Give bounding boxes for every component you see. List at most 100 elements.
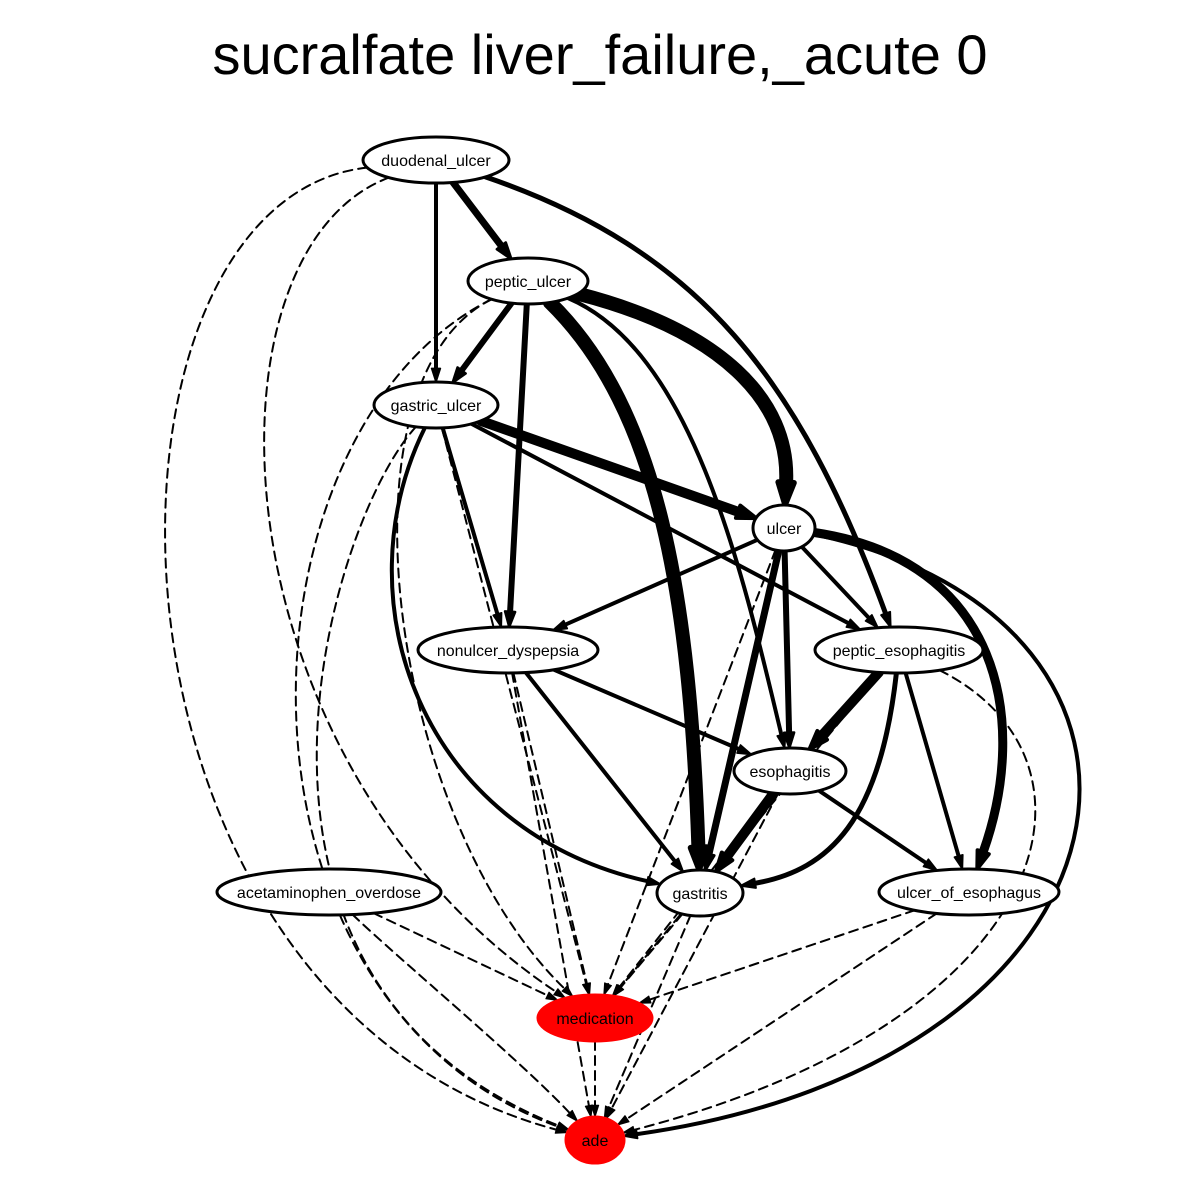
node-shape — [813, 625, 985, 675]
edge-ulcer-to-peptic_esophagitis — [799, 544, 879, 629]
node-label: esophagitis — [750, 764, 831, 781]
edge-peptic_ulcer-to-medication — [396, 298, 574, 998]
node-nonulcer_dyspepsia[interactable]: nonulcer_dyspepsia — [416, 625, 600, 675]
arrowhead — [582, 982, 591, 996]
node-label: peptic_ulcer — [485, 274, 572, 291]
arrowhead — [503, 610, 517, 629]
node-label: ulcer — [767, 521, 802, 538]
arrowhead — [776, 733, 787, 749]
node-label: medication — [556, 1011, 633, 1028]
arrowhead — [553, 988, 567, 999]
edge-ulcer-to-nonulcer_dyspepsia — [552, 537, 760, 631]
node-label: gastric_ulcer — [391, 398, 482, 415]
arrowhead — [638, 995, 652, 1004]
edge-ulcer-to-esophagitis — [781, 548, 796, 750]
edge-duodenal_ulcer-to-peptic_esophagitis — [483, 174, 892, 629]
edge-duodenal_ulcer-to-peptic_ulcer — [449, 178, 513, 261]
edge-peptic_ulcer-to-gastric_ulcer — [451, 300, 515, 384]
diagram-title: sucralfate liver_failure,_acute 0 — [212, 23, 988, 86]
arrowhead — [713, 850, 735, 874]
edge-esophagitis-to-gastritis — [713, 788, 779, 874]
arrowhead — [880, 610, 892, 629]
node-label: ulcer_of_esophagus — [897, 885, 1041, 902]
edge-gastric_ulcer-to-nonulcer_dyspepsia — [440, 425, 503, 628]
arrowhead — [590, 1104, 600, 1118]
arrowhead — [782, 731, 796, 750]
node-shape — [536, 993, 654, 1043]
arrowhead — [566, 1109, 579, 1122]
node-shape — [372, 380, 500, 430]
arrowhead — [733, 503, 758, 521]
arrowhead — [603, 1105, 613, 1119]
edge-peptic_ulcer-to-nonulcer_dyspepsia — [503, 301, 530, 629]
arrowhead — [807, 729, 829, 752]
node-shape — [361, 135, 511, 185]
node-esophagitis[interactable]: esophagitis — [732, 746, 848, 796]
node-shape — [732, 746, 848, 796]
node-label: gastritis — [672, 886, 727, 903]
arrowhead — [552, 619, 569, 631]
node-label: peptic_esophagitis — [833, 643, 966, 660]
node-label: acetaminophen_overdose — [237, 885, 421, 902]
node-gastritis[interactable]: gastritis — [655, 868, 745, 918]
arrowhead — [612, 984, 625, 997]
edge-nonulcer_dyspepsia-to-gastritis — [523, 670, 685, 873]
edge-gastritis-to-medication — [612, 913, 684, 997]
edge-nonulcer_dyspepsia-to-medication — [512, 672, 591, 996]
edge-esophagitis-to-ulcer_of_esophagus — [817, 788, 939, 872]
edge-ulcer_of_esophagus-to-ade — [616, 912, 938, 1126]
arrowhead — [556, 1121, 570, 1131]
node-label: ade — [582, 1133, 609, 1150]
edge-ulcer-to-medication — [603, 549, 777, 996]
arrowhead — [739, 877, 757, 889]
edge-peptic_ulcer-to-esophagitis — [566, 296, 787, 749]
arrowhead — [561, 985, 574, 998]
arrowhead — [451, 366, 467, 384]
arrowhead — [702, 851, 716, 872]
edge-acetaminophen_overdose-to-ade — [351, 913, 579, 1122]
edge-medication-to-ade — [590, 1040, 600, 1118]
node-shape — [564, 1115, 626, 1165]
node-ade[interactable]: ade — [564, 1115, 626, 1165]
node-acetaminophen_overdose[interactable]: acetaminophen_overdose — [215, 867, 443, 917]
arrowhead — [495, 241, 513, 261]
edge-gastric_ulcer-to-ade — [315, 425, 570, 1131]
arrowhead — [545, 991, 559, 1001]
edge-gastric_ulcer-to-ulcer — [475, 415, 758, 521]
nodes-layer: duodenal_ulcer peptic_ulcer gastric_ulceru… — [215, 135, 1061, 1165]
arrowhead — [603, 982, 612, 996]
node-peptic_ulcer[interactable]: peptic_ulcer — [466, 256, 590, 306]
arrowhead — [492, 611, 503, 628]
edge-peptic_ulcer-to-ulcer — [570, 286, 797, 508]
edge-ulcer-to-ulcer_of_esophagus — [809, 528, 1008, 871]
node-medication[interactable]: medication — [536, 993, 654, 1043]
node-label: duodenal_ulcer — [381, 153, 491, 170]
node-peptic_esophagitis[interactable]: peptic_esophagitis — [813, 625, 985, 675]
node-shape — [416, 625, 600, 675]
edge-peptic_esophagitis-to-esophagitis — [807, 667, 884, 752]
node-duodenal_ulcer[interactable]: duodenal_ulcer — [361, 135, 511, 185]
node-shape — [655, 868, 745, 918]
node-shape — [466, 256, 590, 306]
node-shape — [751, 503, 817, 553]
node-shape — [877, 867, 1061, 917]
edge-peptic_ulcer-to-gastritis — [542, 295, 710, 873]
arrowhead — [975, 848, 991, 871]
node-ulcer[interactable]: ulcer — [751, 503, 817, 553]
arrowhead — [622, 1125, 636, 1134]
node-ulcer_of_esophagus[interactable]: ulcer_of_esophagus — [877, 867, 1061, 917]
arrowhead — [775, 479, 797, 508]
node-gastric_ulcer[interactable]: gastric_ulcer — [372, 380, 500, 430]
edge-acetaminophen_overdose-to-medication — [372, 912, 559, 1001]
arrowhead — [953, 853, 964, 870]
edge-peptic_esophagitis-to-ulcer_of_esophagus — [903, 670, 964, 870]
edge-ulcer_of_esophagus-to-medication — [638, 909, 916, 1004]
edge-nonulcer_dyspepsia-to-esophagitis — [552, 667, 753, 756]
arrowhead — [616, 1115, 630, 1126]
arrowhead — [736, 744, 753, 756]
arrowhead — [670, 857, 685, 873]
arrowhead — [845, 618, 862, 631]
node-shape — [215, 867, 443, 917]
edge-ulcer-to-gastritis — [702, 547, 783, 872]
